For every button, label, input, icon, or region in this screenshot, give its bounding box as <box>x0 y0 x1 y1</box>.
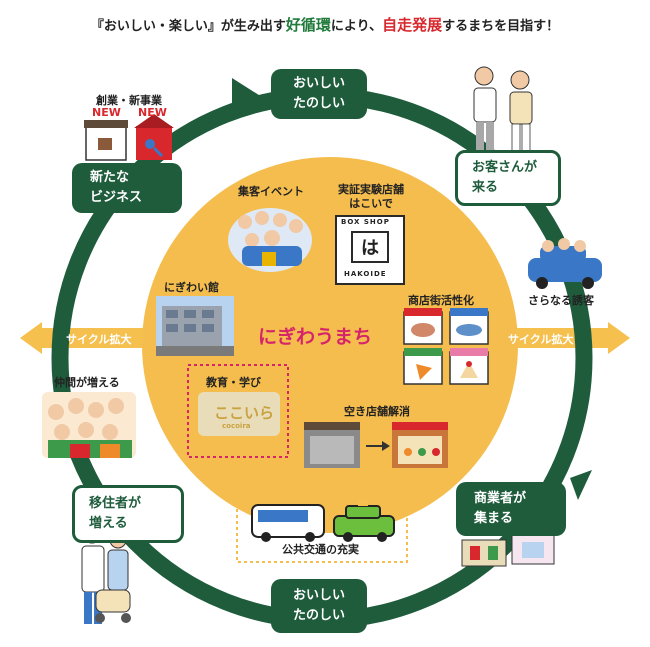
title-mid: により、 <box>330 19 383 34</box>
shop-label: 実証実験店舗 はこいで <box>334 183 408 211</box>
customers-box: お客さんが 来る <box>455 150 561 206</box>
cycle-expand-left-label: サイクル拡大 <box>66 333 132 346</box>
new-badge-1: NEW <box>92 106 121 119</box>
nigiwai-building-photo <box>156 296 234 356</box>
more-visitors-label: さらなる誘客 <box>528 294 594 307</box>
title-accent-selfdev: 自走発展 <box>382 16 443 34</box>
startup-label: 創業・新事業 <box>96 94 162 107</box>
migrants-line2: 増える <box>89 516 128 531</box>
cycle-top-box: おいしい たのしい <box>271 69 367 119</box>
box-shop-sign <box>335 215 405 285</box>
cycle-bottom-box: おいしい たのしい <box>271 579 367 633</box>
ring-arrow-right-icon <box>570 470 592 500</box>
bus-icon <box>251 504 325 542</box>
title-post: するまちを目指す！ <box>442 19 560 34</box>
family-car-illustration <box>528 238 602 289</box>
vacant-shop-after <box>392 422 448 468</box>
migrants-box: 移住者が 増える <box>72 485 184 543</box>
title-pre: 『おいしい・楽しい』が生み出す <box>90 19 286 34</box>
shop-label-line2: はこいで <box>349 197 393 210</box>
education-frame <box>187 364 289 458</box>
title-accent-cycle: 好循環 <box>285 16 331 34</box>
new-business-box: 新たな ビジネス <box>72 163 182 213</box>
vacant-arrow-icon <box>366 441 390 451</box>
taxi-icon <box>333 500 395 542</box>
cycle-top-line2: たのしい <box>292 96 345 111</box>
event-label: 集客イベント <box>238 185 304 198</box>
vacant-label: 空き店舗解消 <box>344 405 410 418</box>
ring-arrow-top-icon <box>232 78 262 116</box>
friends-crowd-illustration <box>42 392 136 458</box>
education-label: 教育・学び <box>206 376 261 389</box>
shotengai-label: 商店街活性化 <box>408 294 474 307</box>
merchants-line2: 集まる <box>474 511 514 526</box>
shop-label-line1: 実証実験店舗 <box>338 183 404 196</box>
kokoira-label: ここいら <box>214 404 275 422</box>
cycle-bottom-line1: おいしい <box>292 588 345 603</box>
migrants-line1: 移住者が <box>89 496 142 511</box>
shop-sign-char: は <box>361 238 379 259</box>
transport-frame <box>236 489 408 563</box>
cycle-expand-right-label: サイクル拡大 <box>508 333 574 346</box>
cycle-expand-right-arrow <box>608 322 630 354</box>
merchants-box: 商業者が 集まる <box>456 482 566 536</box>
cafe-shop-icon <box>84 120 128 161</box>
new-business-line2: ビジネス <box>90 190 143 205</box>
kokoira-sub-label: cocoira <box>222 422 251 430</box>
cycle-top-line1: おいしい <box>292 76 345 91</box>
new-badge-2: NEW <box>138 106 167 119</box>
shop-sign-top: BOX SHOP <box>341 218 390 226</box>
vacant-shop-before <box>304 422 360 468</box>
customers-line2: 来る <box>472 180 499 195</box>
page-title: 『おいしい・楽しい』が生み出す好循環により、自走発展するまちを目指す！ <box>0 14 650 35</box>
friends-label: 仲間が増える <box>54 376 120 389</box>
visitors-couple-illustration <box>473 66 533 153</box>
center-title: にぎわうまち <box>258 326 373 348</box>
karaoke-shop-icon <box>134 114 174 160</box>
new-business-line1: 新たな <box>90 170 130 185</box>
shotengai-shops <box>403 308 489 385</box>
transport-label: 公共交通の充実 <box>282 543 359 556</box>
customers-line1: お客さんが <box>472 160 538 175</box>
merchants-line1: 商業者が <box>474 491 527 506</box>
shop-sign-bottom: HAKOIDE <box>344 270 387 278</box>
nigiwai-label: にぎわい館 <box>164 281 219 294</box>
cycle-bottom-line2: たのしい <box>292 608 345 623</box>
event-crowd-illustration <box>228 208 312 272</box>
kokoira-sign <box>198 392 280 436</box>
